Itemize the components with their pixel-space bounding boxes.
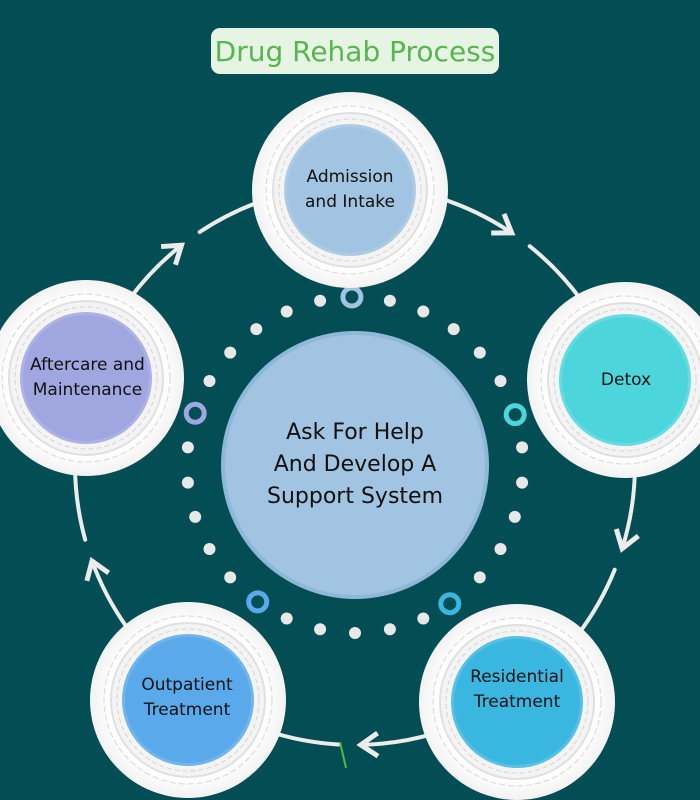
node-dashed-ring — [1, 293, 171, 463]
ring-dot — [473, 346, 486, 359]
node-inner-dashed-ring — [553, 308, 697, 452]
node-inner-dashed-ring — [116, 628, 260, 772]
step-label-outpatient: Outpatient Treatment — [141, 675, 233, 720]
ring-dot — [224, 346, 237, 359]
ring-dot — [181, 476, 194, 489]
ring-dot — [383, 623, 396, 636]
ring-dot — [473, 571, 486, 584]
node-inner-dashed-ring — [14, 306, 158, 450]
node-dashed-ring — [540, 295, 700, 465]
arrowhead-icon — [491, 212, 516, 236]
node-fill — [287, 127, 413, 253]
ring-dot — [516, 476, 529, 489]
diagram-title-text: Drug Rehab Process — [214, 34, 496, 68]
ring-marker-residential — [438, 592, 462, 616]
ring-dot — [280, 612, 293, 625]
ring-dot — [349, 627, 361, 639]
node-fill — [23, 315, 149, 441]
step-node-outpatient — [90, 602, 286, 798]
ring-marker-admission — [340, 285, 364, 309]
ring-dot — [516, 441, 529, 454]
ring-dot — [417, 305, 430, 318]
step-node-aftercare — [0, 280, 184, 476]
ring-dot — [250, 323, 263, 336]
arrowhead-icon — [84, 556, 111, 582]
diagram-title: Drug Rehab Process — [211, 28, 499, 74]
step-label-admission: Admission and Intake — [305, 167, 395, 212]
step-label-aftercare: Aftercare and Maintenance — [30, 355, 145, 400]
ring-dot — [508, 510, 521, 523]
node-inner-dashed-ring — [445, 630, 589, 774]
arrowhead-icon — [613, 528, 640, 553]
ring-dot — [447, 323, 460, 336]
step-node-detox — [527, 282, 700, 478]
center-label: Ask For Help And Develop A Support Syste… — [267, 420, 443, 509]
node-dashed-ring — [103, 615, 273, 785]
ring-dot — [224, 571, 237, 584]
ring-dot — [494, 375, 507, 387]
node-inner-dashed-ring — [278, 118, 422, 262]
center-circle-group — [221, 331, 489, 599]
arrowhead-icon — [160, 242, 185, 266]
step-label-residential: Residential Treatment — [470, 667, 564, 712]
ring-dot — [314, 623, 327, 636]
tick-mark — [339, 741, 347, 769]
ring-marker-detox — [503, 403, 527, 427]
ring-marker-aftercare — [183, 401, 207, 425]
dot-ring — [181, 285, 529, 639]
step-node-residential — [419, 604, 615, 800]
node-dashed-ring — [265, 105, 435, 275]
ring-dot — [203, 543, 216, 555]
ring-dot — [181, 441, 194, 454]
ring-dot — [189, 510, 202, 523]
step-node-admission — [252, 92, 448, 288]
center-circle — [225, 335, 485, 595]
node-fill — [125, 637, 251, 763]
node-dashed-ring — [432, 617, 602, 787]
step-label-detox: Detox — [600, 369, 652, 390]
ring-dot — [417, 612, 430, 625]
node-fill — [454, 639, 580, 765]
ring-dot — [383, 294, 396, 307]
step-nodes — [0, 92, 700, 800]
ring-dot — [203, 375, 216, 387]
ring-dot — [494, 543, 507, 555]
ring-dot — [314, 294, 327, 307]
ring-marker-outpatient — [246, 590, 270, 614]
node-fill — [562, 317, 688, 443]
arrowhead-icon — [356, 731, 380, 759]
ring-dot — [280, 305, 293, 318]
